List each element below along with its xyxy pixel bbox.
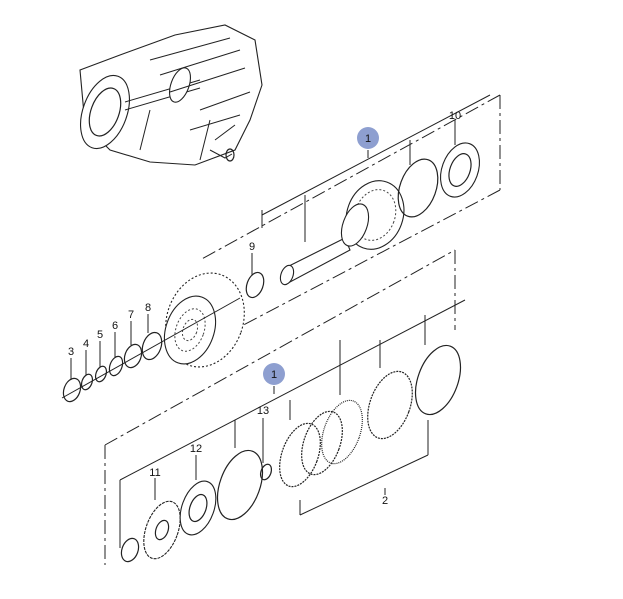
callout-13[interactable]: 13 xyxy=(257,405,269,417)
callout-3[interactable]: 3 xyxy=(68,346,74,358)
callout-6[interactable]: 6 xyxy=(112,320,118,332)
callout-9[interactable]: 9 xyxy=(249,241,255,253)
callout-4[interactable]: 4 xyxy=(83,338,89,350)
callout-2[interactable]: 2 xyxy=(382,495,388,507)
callout-7[interactable]: 7 xyxy=(128,309,134,321)
upper-assembly-frame xyxy=(199,94,501,341)
lower-assembly-frame xyxy=(104,249,466,565)
callout-label: 1 xyxy=(365,133,371,145)
small-rings xyxy=(61,253,253,403)
callout-11[interactable]: 11 xyxy=(149,467,160,479)
callout-label: 1 xyxy=(271,369,277,381)
callout-5[interactable]: 5 xyxy=(97,329,103,341)
input-shaft-drum xyxy=(245,142,480,299)
callout-highlight xyxy=(357,127,379,149)
callout-10[interactable]: 10 xyxy=(449,110,461,122)
callout-12[interactable]: 12 xyxy=(190,443,202,455)
clutch-pack xyxy=(120,315,462,563)
callout-8[interactable]: 8 xyxy=(145,302,151,314)
callout-highlight xyxy=(263,363,285,385)
transmission-housing-illustration xyxy=(79,24,263,166)
callout-1-bottom[interactable]: 1 xyxy=(263,363,285,385)
planetary-carrier xyxy=(163,272,245,368)
callout-1-top[interactable]: 1 xyxy=(357,127,379,149)
